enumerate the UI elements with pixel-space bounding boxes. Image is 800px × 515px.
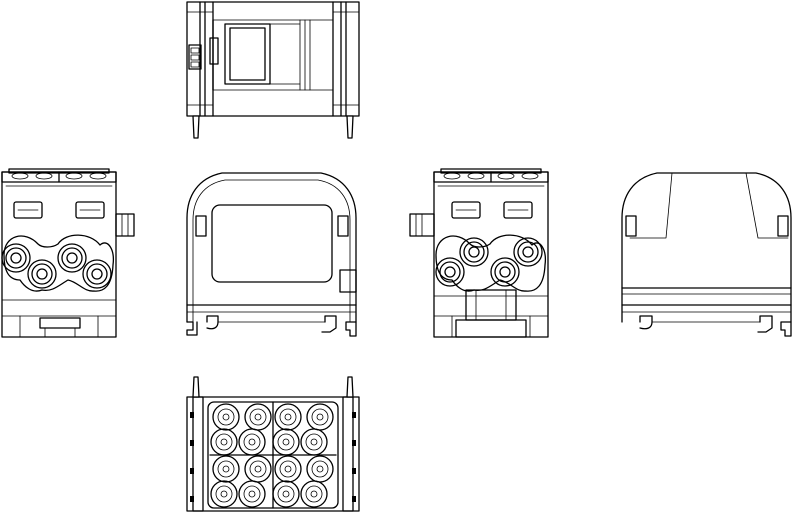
view-right bbox=[622, 173, 791, 336]
view-bottom bbox=[187, 377, 359, 511]
view-top bbox=[187, 2, 359, 138]
view-left bbox=[2, 169, 134, 337]
bottom-contact-grid bbox=[211, 404, 333, 507]
view-front bbox=[187, 173, 356, 336]
view-rear bbox=[410, 169, 548, 337]
